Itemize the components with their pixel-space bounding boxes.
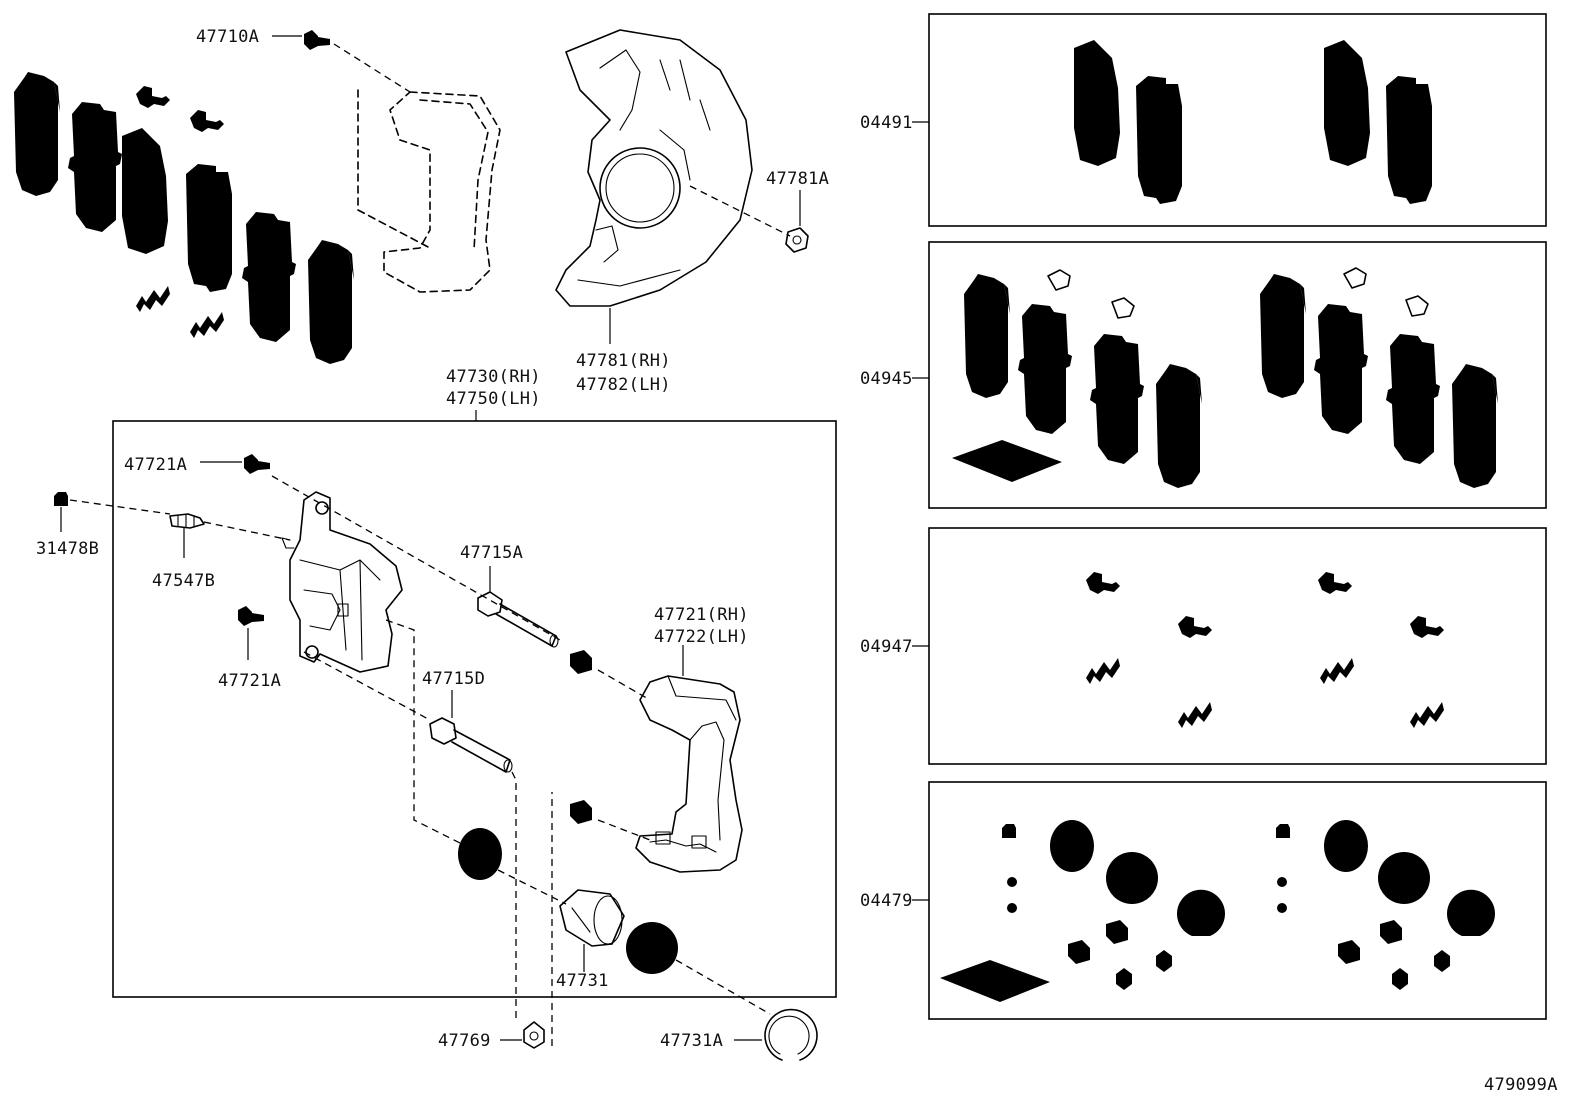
label-47721-rh: 47721(RH) xyxy=(654,605,749,625)
kit-04479-contents xyxy=(940,820,1495,1002)
pin-boot-lower xyxy=(570,800,592,824)
bolt-47710a xyxy=(304,30,330,50)
label-47722-lh: 47722(LH) xyxy=(654,627,749,647)
label-47750-lh: 47750(LH) xyxy=(446,389,541,409)
caliper-assembly-frame xyxy=(112,420,837,998)
label-47721a-bottom: 47721A xyxy=(218,671,281,691)
caliper-bracket-47721 xyxy=(635,675,743,873)
kit-frame-04491 xyxy=(928,13,1547,227)
piston-boot xyxy=(458,828,502,880)
piston-47731 xyxy=(559,889,625,947)
nut-47769 xyxy=(523,1021,545,1049)
label-kit-04479: 04479 xyxy=(860,891,913,911)
bolt-47781a xyxy=(785,227,809,253)
label-31478b: 31478B xyxy=(36,539,99,559)
label-47710a: 47710A xyxy=(196,27,259,47)
guide-pin-47715a xyxy=(477,591,559,648)
kit-frame-04947 xyxy=(928,527,1547,765)
dust-shield xyxy=(555,29,753,307)
label-47781a: 47781A xyxy=(766,169,829,189)
caliper-housing xyxy=(281,491,403,673)
bolt-47721a-bottom xyxy=(238,606,264,626)
label-47731: 47731 xyxy=(556,971,609,991)
guide-pin-47715d xyxy=(429,717,513,773)
kit-04945-contents xyxy=(952,267,1498,488)
cap-31478b xyxy=(54,492,68,506)
bolt-47721a-top xyxy=(244,454,270,474)
kit-frame-04945 xyxy=(928,241,1547,509)
label-47715d: 47715D xyxy=(422,669,485,689)
diagram-id: 479099A xyxy=(1484,1075,1558,1095)
pin-boot-upper xyxy=(570,650,592,674)
label-kit-04947: 04947 xyxy=(860,637,913,657)
label-kit-04945: 04945 xyxy=(860,369,913,389)
label-47715a: 47715A xyxy=(460,543,523,563)
label-47730-rh: 47730(RH) xyxy=(446,367,541,387)
pad-set-exploded xyxy=(14,72,354,364)
kit-04491-contents xyxy=(1074,40,1432,204)
snap-ring-47731a xyxy=(764,1008,818,1061)
mounting-bracket-ghost xyxy=(357,89,501,293)
label-47782-lh: 47782(LH) xyxy=(576,375,671,395)
bleeder-47547b xyxy=(169,513,205,529)
kit-04947-contents xyxy=(1086,572,1444,728)
label-47781-rh: 47781(RH) xyxy=(576,351,671,371)
label-kit-04491: 04491 xyxy=(860,113,913,133)
label-47769: 47769 xyxy=(438,1031,491,1051)
label-47547b: 47547B xyxy=(152,571,215,591)
label-47731a: 47731A xyxy=(660,1031,723,1051)
piston-seal xyxy=(626,922,678,974)
label-47721a-top: 47721A xyxy=(124,455,187,475)
